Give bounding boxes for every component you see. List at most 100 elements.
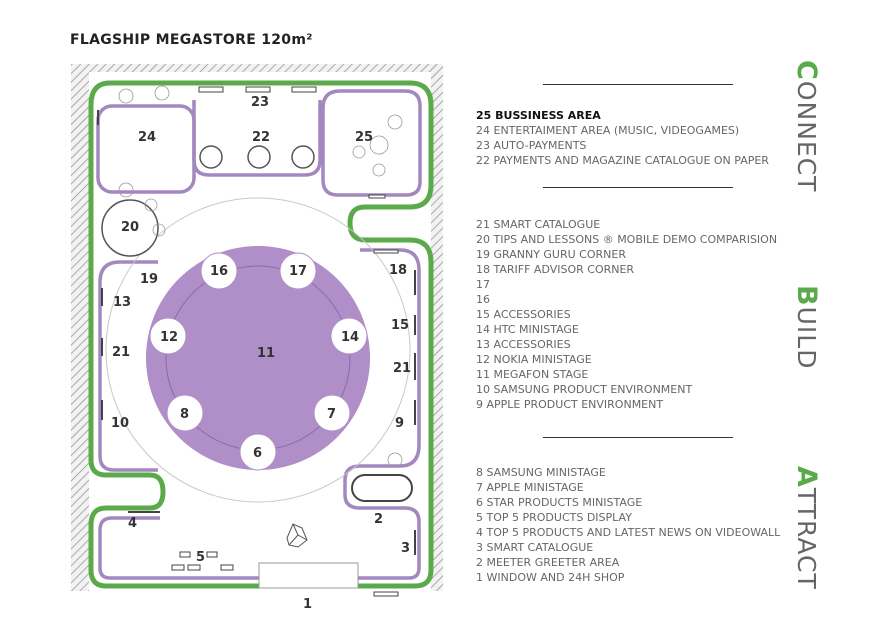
seat-d xyxy=(144,198,158,212)
seat-g xyxy=(369,135,389,155)
zone-right-outline xyxy=(98,248,421,580)
label-21-right: 21 xyxy=(393,361,411,376)
display-5b xyxy=(206,551,218,558)
ministage-17 xyxy=(279,252,317,290)
zone-22-outline xyxy=(192,100,322,177)
screen-top-25 xyxy=(368,194,386,199)
display-5e xyxy=(220,564,234,571)
legend-item: 23 AUTO-PAYMENTS xyxy=(476,139,587,152)
greeter-figure xyxy=(286,523,308,548)
legend-item: 21 SMART CATALOGUE xyxy=(476,218,601,231)
seat-j xyxy=(387,452,403,468)
label-4: 4 xyxy=(128,516,137,531)
label-21-left: 21 xyxy=(112,345,130,360)
legend-item: 7 APPLE MINISTAGE xyxy=(476,481,584,494)
payment-desk-1 xyxy=(199,145,223,169)
legend-item: 24 ENTERTAIMENT AREA (MUSIC, VIDEOGAMES) xyxy=(476,124,740,137)
label-11: 11 xyxy=(257,346,275,361)
legend-item: 1 WINDOW AND 24H SHOP xyxy=(476,571,625,584)
display-5c xyxy=(171,564,185,571)
ministage-16 xyxy=(200,252,238,290)
ministage-8 xyxy=(166,394,204,432)
legend-connect: 25 BUSSINESS AREA 24 ENTERTAIMENT AREA (M… xyxy=(476,108,769,168)
zone-left-outline xyxy=(98,260,158,472)
legend-item: 5 TOP 5 PRODUCTS DISPLAY xyxy=(476,511,632,524)
kiosk-23c xyxy=(291,86,317,93)
label-22: 22 xyxy=(252,130,270,145)
screen-right-top xyxy=(373,249,399,254)
label-17: 17 xyxy=(289,264,307,279)
rule-top xyxy=(543,84,733,85)
door-bottom xyxy=(373,591,399,597)
display-5a xyxy=(179,551,191,558)
label-16: 16 xyxy=(210,264,228,279)
label-18: 18 xyxy=(389,263,407,278)
heading-connect: CONNECT xyxy=(791,60,822,193)
legend-item: 10 SAMSUNG PRODUCT ENVIRONMENT xyxy=(476,383,693,396)
heading-build: BUILD xyxy=(791,285,822,370)
legend-item: 13 ACCESSORIES xyxy=(476,338,571,351)
legend-item: 11 MEGAFON STAGE xyxy=(476,368,589,381)
label-3: 3 xyxy=(401,541,410,556)
label-13: 13 xyxy=(113,295,131,310)
seat-h xyxy=(387,114,403,130)
greeter-desk xyxy=(351,474,413,502)
label-6: 6 xyxy=(253,446,262,461)
label-7: 7 xyxy=(327,407,336,422)
label-12: 12 xyxy=(160,330,178,345)
label-25: 25 xyxy=(355,130,373,145)
legend-item: 6 STAR PRODUCTS MINISTAGE xyxy=(476,496,643,509)
tips-lessons-table xyxy=(101,199,159,257)
label-8: 8 xyxy=(180,407,189,422)
legend-item: 14 HTC MINISTAGE xyxy=(476,323,579,336)
label-10: 10 xyxy=(111,416,129,431)
legend-item: 2 MEETER GREETER AREA xyxy=(476,556,620,569)
label-19: 19 xyxy=(140,272,158,287)
display-5d xyxy=(187,564,201,571)
legend-item: 3 SMART CATALOGUE xyxy=(476,541,594,554)
rule-mid xyxy=(543,187,733,188)
label-14: 14 xyxy=(341,330,359,345)
legend-item: 18 TARIFF ADVISOR CORNER xyxy=(476,263,635,276)
outer-ring xyxy=(105,197,411,503)
label-24: 24 xyxy=(138,130,156,145)
ministage-6 xyxy=(239,433,277,471)
zone-25-outline xyxy=(321,89,422,197)
label-23: 23 xyxy=(251,95,269,110)
seat-e xyxy=(152,223,166,237)
legend-item: 16 xyxy=(476,293,490,306)
seat-f xyxy=(352,145,366,159)
legend-item: 19 GRANNY GURU CORNER xyxy=(476,248,626,261)
payment-desk-2 xyxy=(247,145,271,169)
seat-b xyxy=(154,85,170,101)
payment-desk-3 xyxy=(291,145,315,169)
kiosk-23b xyxy=(245,86,271,93)
label-1: 1 xyxy=(303,597,312,612)
rule-low xyxy=(543,437,733,438)
legend-item: 20 TIPS AND LESSONS ® MOBILE DEMO COMPAR… xyxy=(476,233,778,246)
window-shop xyxy=(258,562,359,589)
legend-item: 25 BUSSINESS AREA xyxy=(476,109,601,122)
label-9: 9 xyxy=(395,416,404,431)
kiosk-23a xyxy=(198,86,224,93)
ministage-14 xyxy=(330,317,368,355)
customer-path xyxy=(88,80,434,589)
legend-build: 21 SMART CATALOGUE 20 TIPS AND LESSONS ® … xyxy=(476,217,777,412)
legend-item: 22 PAYMENTS AND MAGAZINE CATALOGUE ON PA… xyxy=(476,154,769,167)
label-2: 2 xyxy=(374,512,383,527)
legend-item: 12 NOKIA MINISTAGE xyxy=(476,353,592,366)
seat-c xyxy=(118,182,134,198)
legend-item: 17 xyxy=(476,278,490,291)
label-15: 15 xyxy=(391,318,409,333)
legend-attract: 8 SAMSUNG MINISTAGE 7 APPLE MINISTAGE 6 ST… xyxy=(476,465,780,585)
legend-item: 15 ACCESSORIES xyxy=(476,308,571,321)
seat-a xyxy=(118,88,134,104)
seat-i xyxy=(372,163,386,177)
ministage-7 xyxy=(313,394,351,432)
label-20: 20 xyxy=(121,220,139,235)
legend-item: 8 SAMSUNG MINISTAGE xyxy=(476,466,606,479)
plan-title: FLAGSHIP MEGASTORE 120m² xyxy=(70,32,313,48)
legend-item: 9 APPLE PRODUCT ENVIRONMENT xyxy=(476,398,664,411)
label-5: 5 xyxy=(196,550,205,565)
